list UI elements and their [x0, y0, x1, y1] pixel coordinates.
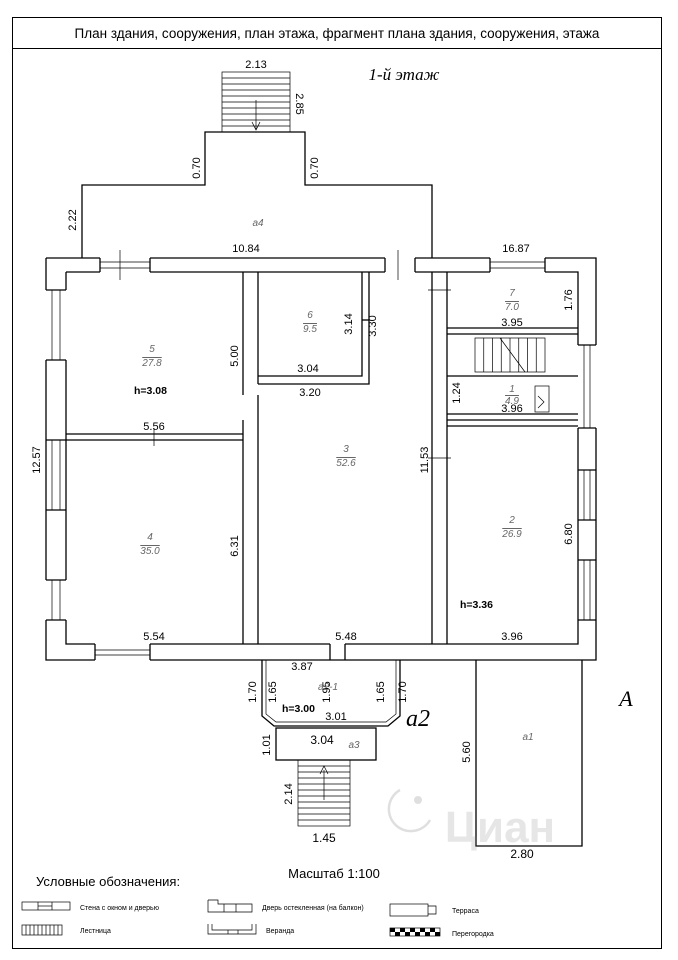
lower-stair [297, 759, 351, 827]
legend-glazed-door: Дверь остекленная (на балкон) [262, 904, 364, 912]
dim-500: 5.00 [229, 345, 241, 366]
dim-280: 2.80 [510, 847, 534, 861]
height-336: h=3.36 [460, 599, 493, 611]
dim-1687: 16.87 [502, 243, 530, 255]
top-stair [221, 71, 291, 133]
legend-title: Условные обозначения: [36, 874, 180, 889]
legend-glazed-door-symbol [207, 899, 253, 913]
dim-214: 2.14 [283, 783, 295, 804]
dim-387: 3.87 [291, 661, 312, 673]
dim-070-right: 0.70 [309, 157, 321, 178]
dim-1153: 11.53 [419, 447, 431, 474]
cian-watermark: Циан [387, 788, 555, 852]
dim-560: 5.60 [461, 741, 473, 762]
room-6-number: 6 [307, 310, 313, 321]
legend-wall-window-door-symbol [21, 901, 71, 911]
dim-170-right: 1.70 [397, 681, 409, 702]
dim-165-left: 1.65 [267, 681, 279, 702]
dim-396-room2: 3.96 [501, 631, 522, 643]
zone-a3: а3 [348, 740, 360, 751]
room-3-number: 3 [343, 444, 349, 455]
zone-a4: а4 [252, 218, 264, 229]
dim-145: 1.45 [312, 831, 336, 845]
legend-terrace: Терраса [452, 908, 479, 915]
legend-terrace-symbol [389, 903, 437, 917]
dim-330: 3.30 [367, 315, 379, 336]
height-300: h=3.00 [282, 703, 315, 715]
dim-301: 3.01 [325, 711, 346, 723]
dim-176: 1.76 [563, 289, 575, 310]
dim-396-room1: 3.96 [501, 403, 522, 415]
legend-partition: Перегородка [452, 931, 494, 938]
dim-554: 5.54 [143, 631, 164, 643]
watermark-text: Циан [445, 803, 555, 852]
veranda-a2 [261, 644, 401, 727]
room-3-area: 52.6 [336, 458, 356, 469]
dim-124: 1.24 [451, 382, 463, 403]
room-7-number: 7 [509, 288, 515, 299]
dim-170-left: 1.70 [247, 681, 259, 702]
terrace-a4 [81, 131, 433, 258]
dim-213: 2.13 [245, 59, 266, 71]
legend-veranda-symbol [207, 924, 257, 935]
dim-1084: 10.84 [232, 243, 260, 255]
dim-304-room6: 3.04 [297, 363, 318, 375]
legend: Условные обозначения: Стена с окном и дв… [21, 874, 494, 938]
room-4-number: 4 [147, 532, 153, 543]
dim-395: 3.95 [501, 317, 522, 329]
dim-195: 1.95 [321, 681, 333, 702]
room-labels: 1 4.9 2 26.9 3 52.6 4 35.0 5 27.8 6 9.5 … [134, 218, 534, 751]
height-308: h=3.08 [134, 385, 167, 397]
legend-stair-symbol [21, 924, 63, 936]
dim-222: 2.22 [67, 209, 79, 230]
zone-a1: а1 [522, 732, 533, 743]
dim-556: 5.56 [143, 421, 164, 433]
legend-partition-symbol [389, 927, 441, 937]
dim-070-left: 0.70 [191, 157, 203, 178]
room-2-area: 26.9 [501, 529, 522, 540]
zone-a2-1: а2-1 [318, 682, 338, 693]
room-5-area: 27.8 [141, 358, 162, 369]
room-1-number: 1 [509, 384, 515, 395]
dim-101: 1.01 [261, 734, 273, 755]
side-letter: А [617, 686, 633, 711]
scale-label: Масштаб 1:100 [288, 866, 380, 881]
room-5-number: 5 [149, 344, 155, 355]
dim-314: 3.14 [343, 313, 355, 334]
dim-165-right: 1.65 [375, 681, 387, 702]
room-7-area: 7.0 [505, 302, 519, 313]
legend-stair: Лестница [80, 928, 111, 935]
interior-walls [66, 272, 578, 644]
plan-title: План здания, сооружения, план этажа, фра… [12, 17, 662, 49]
dim-304-a3: 3.04 [310, 733, 334, 747]
dim-320: 3.20 [299, 387, 320, 399]
sheet-frame [12, 49, 662, 949]
room-1-area: 4.9 [505, 396, 519, 407]
room-6-area: 9.5 [303, 324, 317, 335]
dim-548: 5.48 [335, 631, 356, 643]
dim-680: 6.80 [563, 523, 575, 544]
outer-walls [45, 250, 597, 661]
letter-a2: а2 [406, 706, 430, 732]
legend-veranda: Веранда [266, 928, 294, 935]
dimension-labels: 2.13 2.85 0.70 0.70 2.22 10.84 16.87 1.7… [31, 59, 575, 861]
floor-label: 1-й этаж [369, 65, 440, 84]
dim-631: 6.31 [229, 535, 241, 556]
room-4-area: 35.0 [140, 546, 160, 557]
room-2-number: 2 [508, 515, 515, 526]
dim-1257: 12.57 [31, 446, 43, 474]
legend-wall-window-door: Стена с окном и дверью [80, 905, 159, 912]
terrace-a1 [475, 660, 583, 847]
dim-285: 2.85 [293, 93, 305, 114]
